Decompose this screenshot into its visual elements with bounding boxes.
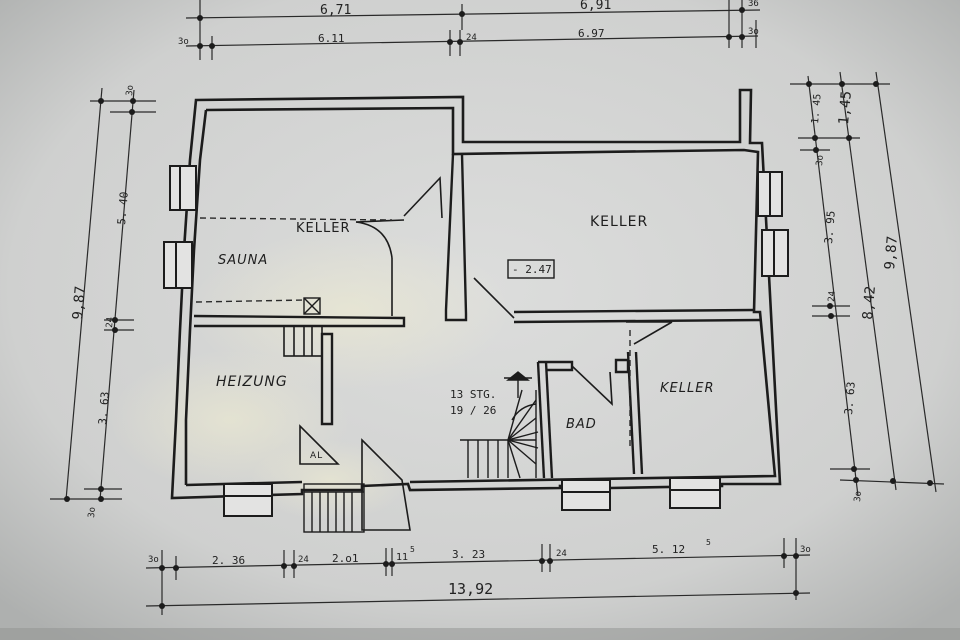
right-dimension-dots [806,81,933,486]
left-dim-9-87: 9,87 [70,285,89,320]
top-dim-3o-right: 3o [748,27,759,37]
bottom-dim-2-o1: 2.o1 [332,552,359,565]
bottom-dimension-dots [159,553,799,609]
stairs-count-label: 13 STG. [450,388,496,401]
left-dim-3-63: 3. 63 [96,391,112,425]
room-label-bad: BAD [566,417,597,432]
bottom-dim-5-12: 5. 12 [652,543,685,556]
bottom-dim-11: 11 [396,552,408,563]
windows [163,165,789,517]
right-dim-3o-bottom: 3o [853,491,864,503]
top-dim-3o-left: 3o [178,37,189,47]
left-dim-3o-bottom: 3o [87,507,98,519]
left-dim-24: 24 [105,317,116,329]
bottom-dim-3-23: 3. 23 [452,548,485,561]
left-dim-5-40: 5. 40 [115,191,131,225]
room-label-keller-right: KELLER [590,214,648,230]
window-bottom-keller [669,477,721,509]
left-dim-3o-top: 3o [125,85,136,97]
room-label-keller-left: KELLER [296,221,350,236]
left-dimension-dots [64,98,136,502]
top-dim-24: 24 [466,33,477,43]
bottom-dim-5-12-superscript: 5 [706,538,711,547]
window-bottom-heizung [223,483,273,517]
right-dim-8-42: 8,42 [860,285,879,320]
bottom-dim-24-b: 24 [556,549,567,559]
bottom-dim-3o-right: 3o [800,545,811,555]
right-dim-3o-top: 3o [815,155,826,167]
top-dimension-dots [197,7,745,49]
x-mark [303,297,321,315]
room-label-sauna: SAUNA [218,253,268,268]
room-label-keller-bottom: KELLER [660,381,714,396]
al-label: AL [310,451,323,461]
bottom-dim-total-13-92: 13,92 [448,580,493,598]
window-bottom-bad [561,479,611,511]
right-dim-3-63: 3. 63 [842,381,858,415]
stairs-ratio-label: 19 / 26 [450,404,496,417]
boiler-block [283,325,323,357]
top-dim-36: 36 [748,0,759,9]
level-label: - 2.47 [512,263,552,276]
top-dim-6-71: 6,71 [320,3,351,18]
walls [170,88,782,500]
right-dim-1-45-inner: 1. 45 [810,93,824,124]
bottom-dim-11-superscript: 5 [410,545,415,554]
window-left-lower [163,241,193,289]
right-dimension-lines [790,71,945,497]
bottom-shadow [0,628,960,640]
window-left-upper [169,165,197,211]
level-box [507,259,555,279]
top-dim-6-91: 6,91 [580,0,611,13]
door-swings [355,176,673,531]
interior-walls [193,153,761,479]
top-dim-6-11: 6.11 [318,32,345,45]
bottom-dim-24-a: 24 [298,555,309,565]
right-dim-1-45-outer: 1,45 [836,90,855,125]
right-dim-24: 24 [827,291,838,303]
staircase [460,371,539,479]
al-triangle [299,424,340,465]
light-glare [190,230,510,390]
right-dim-9-87: 9,87 [882,235,901,270]
top-dim-6-97: 6.97 [578,27,605,40]
top-dimension-lines [185,0,761,60]
exterior-steps [303,483,365,533]
bottom-dim-2-36: 2. 36 [212,554,245,567]
bottom-dim-3o-left: 3o [148,555,159,565]
dashed-lines [195,217,631,448]
right-dim-3-95: 3. 95 [822,210,838,244]
room-label-heizung: HEIZUNG [216,374,288,390]
